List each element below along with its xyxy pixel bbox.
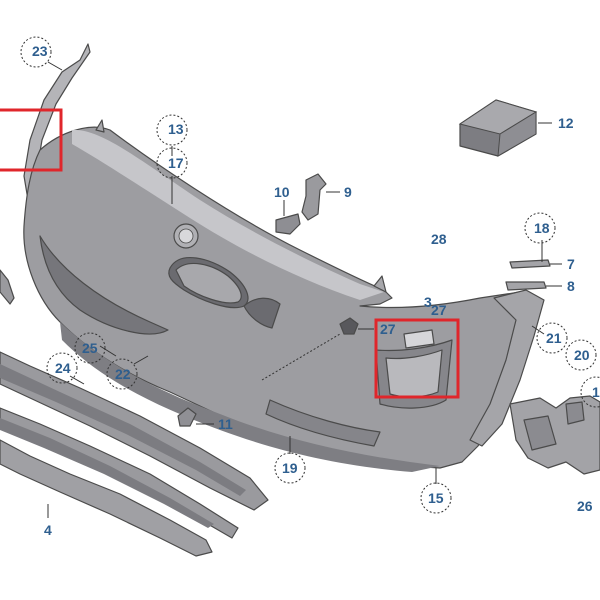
part-7-strip — [509, 259, 551, 269]
highlight-box-left — [0, 108, 63, 172]
highlight-box-right — [374, 318, 460, 399]
part-11-clip — [177, 407, 197, 427]
callout-8: 8 — [567, 278, 575, 294]
callout-24: 24 — [55, 360, 71, 376]
part-8-strip — [505, 281, 547, 291]
callout-12: 12 — [558, 115, 574, 131]
callout-1: 1 — [592, 384, 600, 400]
callout-10: 10 — [274, 184, 290, 200]
callout-17: 17 — [168, 155, 184, 171]
part-9-bracket — [301, 173, 327, 221]
part-10-clip — [275, 213, 301, 235]
side-bracket-right — [509, 395, 600, 475]
callout-3: 3 — [424, 294, 432, 310]
part-12-box — [458, 99, 538, 157]
bumper-cover — [23, 43, 529, 472]
callout-22: 22 — [115, 366, 131, 382]
callout-11: 11 — [218, 416, 233, 432]
callout-13: 13 — [168, 121, 184, 137]
bumper-corner-right — [469, 289, 545, 447]
callout-27: 27 — [380, 321, 396, 337]
callout-9: 9 — [344, 184, 352, 200]
callout-25: 25 — [82, 340, 98, 356]
callout-20: 20 — [574, 347, 590, 363]
part-3-holder — [339, 317, 359, 335]
leader-lines — [47, 61, 562, 518]
callout-23: 23 — [32, 43, 48, 59]
callout-labels: 23 13 17 10 9 12 28 18 7 8 3 27 27 21 20… — [32, 43, 600, 538]
callout-26: 26 — [577, 498, 593, 514]
callout-15: 15 — [428, 490, 444, 506]
callout-21: 21 — [546, 330, 562, 346]
callout-7: 7 — [567, 256, 575, 272]
callout-4: 4 — [44, 522, 52, 538]
callout-28: 28 — [431, 231, 447, 247]
callout-27-top: 27 — [431, 302, 447, 318]
callout-18: 18 — [534, 220, 550, 236]
callout-circles — [20, 36, 600, 514]
lower-spoiler-strips — [0, 269, 269, 557]
callout-19: 19 — [282, 460, 298, 476]
